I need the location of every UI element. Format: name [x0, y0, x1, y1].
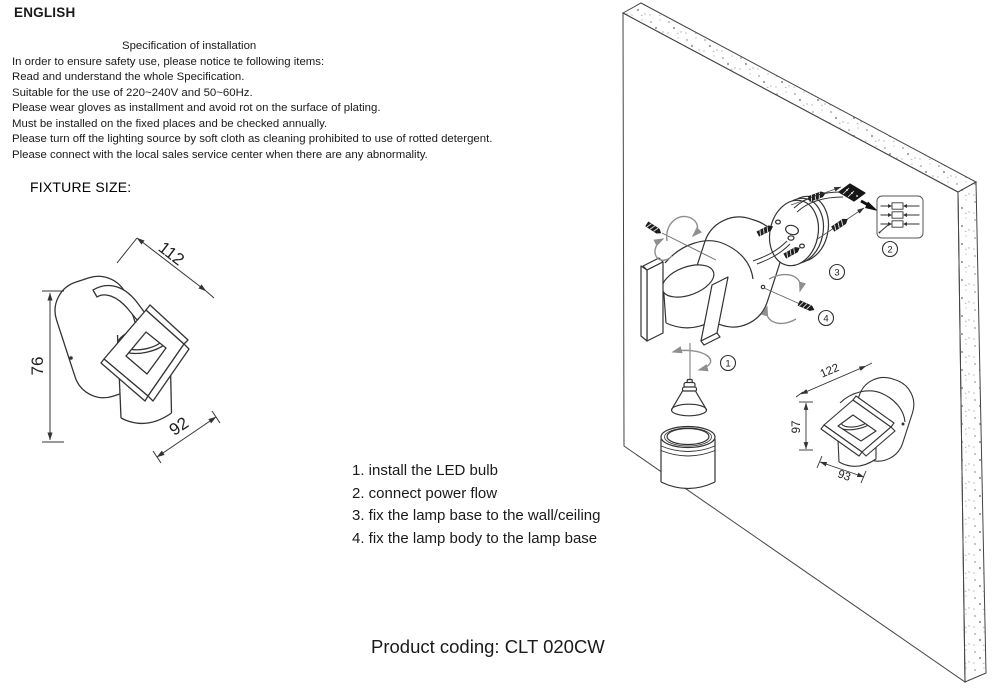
- bulb-cone: [670, 390, 708, 417]
- spec-line: In order to ensure safety use, please no…: [12, 55, 325, 68]
- lamp-bracket-left-arm: [646, 261, 664, 342]
- small-dim-depth-label: 93: [836, 468, 852, 484]
- wall-right-edge: [957, 181, 987, 683]
- small-dim-height: 97: [791, 401, 813, 451]
- wall-panel: [621, 2, 987, 683]
- step-marker-3: 3: [828, 263, 846, 281]
- specification-block: Specification of installation In order t…: [12, 39, 612, 163]
- mounting-plate-drawing: [752, 195, 830, 267]
- spec-line: Please wear gloves as installment and av…: [12, 102, 381, 114]
- small-dim-height-label: 97: [791, 421, 803, 434]
- step-line: 2. connect power flow: [352, 484, 498, 502]
- detail-arrow: [860, 199, 878, 211]
- step-marker-1: 1: [719, 354, 737, 372]
- small-dim-depth: 93: [816, 455, 867, 484]
- assembly-diagram: 1 2 3 4: [640, 183, 924, 490]
- step-line: 4. fix the lamp body to the lamp base: [352, 529, 598, 547]
- power-wires: [793, 191, 844, 213]
- wall-front-face: [622, 12, 966, 683]
- dim-height-label: 76: [28, 357, 47, 376]
- spec-line: Must be installed on the fixed places an…: [12, 117, 328, 130]
- body-mount-screw: [644, 215, 717, 261]
- lamp-shade-drawing: [660, 425, 716, 490]
- terminal-block: [838, 183, 866, 202]
- spec-title: Specification of installation: [122, 40, 257, 52]
- led-bulb-drawing: [670, 343, 712, 417]
- step-markers: 1 2 3 4: [719, 240, 899, 372]
- svg-text:4: 4: [823, 313, 828, 324]
- installation-steps: 1. install the LED bulb 2. connect power…: [352, 460, 600, 550]
- dim-height: 76: [28, 290, 64, 443]
- svg-text:2: 2: [887, 244, 892, 255]
- fixture-size-label: FIXTURE SIZE:: [30, 179, 132, 195]
- spec-line: Suitable for the use of 220~240V and 50~…: [12, 86, 253, 99]
- lamp-screw-hole: [760, 284, 766, 290]
- language-heading: ENGLISH: [14, 5, 76, 20]
- spec-line: Please turn off the lighting source by s…: [12, 133, 493, 145]
- lamp-body-drawing: [640, 216, 782, 346]
- step-line: 1. install the LED bulb: [352, 462, 498, 479]
- step-marker-4: 4: [817, 309, 835, 327]
- step-line: 3. fix the lamp base to the wall/ceiling: [352, 507, 601, 525]
- small-fixture-drawing: 122 97 93: [791, 362, 915, 484]
- dim-width: 112: [116, 237, 215, 299]
- step-marker-2: 2: [881, 240, 899, 258]
- spec-line: Read and understand the whole Specificat…: [12, 71, 245, 83]
- svg-text:1: 1: [725, 358, 730, 369]
- dim-width-label: 112: [155, 238, 188, 270]
- spec-line: Please connect with the local sales serv…: [12, 148, 428, 161]
- svg-text:3: 3: [834, 267, 839, 278]
- fixture-size-drawing: 112 76 92: [28, 237, 221, 464]
- product-coding: Product coding: CLT 020CW: [371, 636, 605, 657]
- fixture-mount-hole: [69, 356, 73, 360]
- lamp-to-base-screw: [761, 273, 816, 325]
- wiring-detail-inset: [876, 195, 924, 239]
